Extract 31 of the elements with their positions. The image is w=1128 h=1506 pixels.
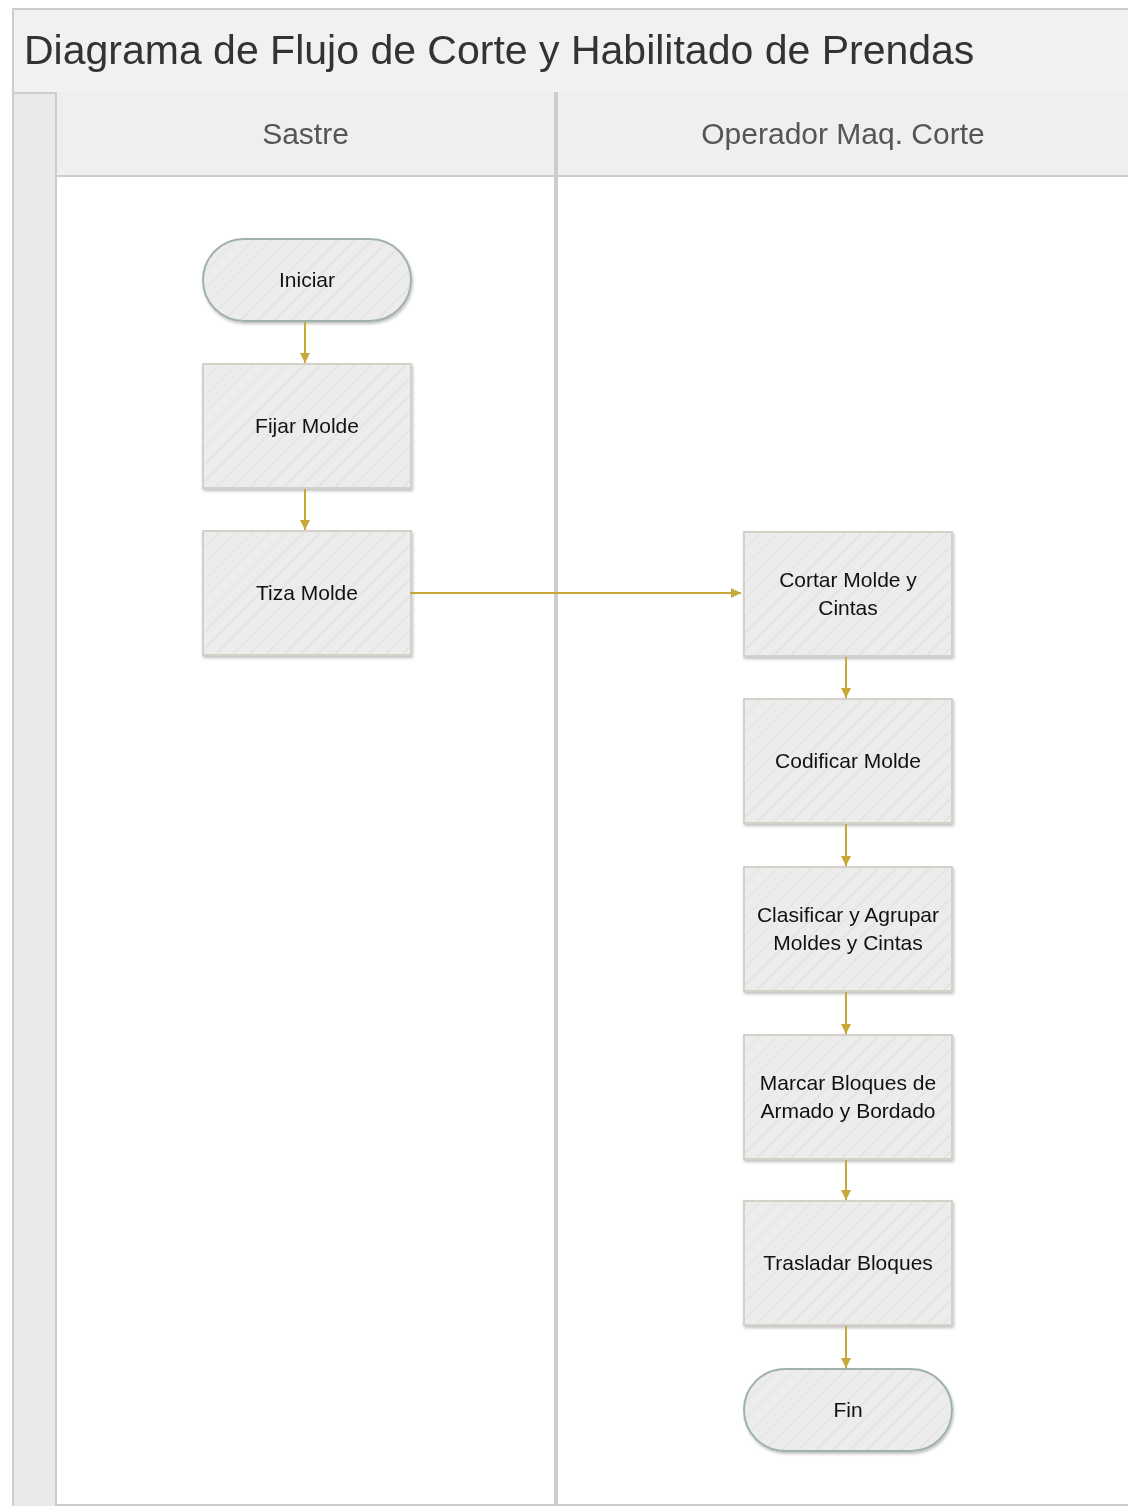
node-label: Clasificar y Agrupar Moldes y Cintas [755, 902, 941, 956]
arrow [300, 488, 310, 531]
process-box [743, 1034, 953, 1160]
arrow [841, 823, 851, 867]
process-box [743, 1200, 953, 1326]
diagram-title: Diagrama de Flujo de Corte y Habilitado de Prendas [24, 26, 975, 74]
arrow [300, 321, 310, 364]
node-label: Codificar Molde [775, 748, 921, 774]
swimlane [556, 92, 1128, 1506]
node-label: Fijar Molde [255, 413, 359, 439]
arrow [409, 588, 742, 598]
node-label: Iniciar [279, 267, 335, 293]
process-box [202, 363, 412, 489]
process-box [202, 530, 412, 656]
node-label: Marcar Bloques de Armado y Bordado [758, 1070, 938, 1124]
arrow [841, 1325, 851, 1369]
node-label: Tiza Molde [256, 580, 358, 606]
node-label: Fin [833, 1397, 863, 1423]
lane-title: Operador Maq. Corte [701, 116, 985, 151]
process-box [743, 698, 953, 824]
swimlane [55, 92, 556, 1506]
process-box [743, 531, 953, 657]
process-box [743, 866, 953, 992]
arrow [841, 991, 851, 1035]
arrow [841, 1159, 851, 1201]
terminal-shape [743, 1368, 953, 1452]
terminal-shape [202, 238, 412, 322]
node-label: Trasladar Bloques [763, 1250, 933, 1276]
node-label: Cortar Molde y Cintas [778, 567, 918, 621]
arrow [841, 656, 851, 699]
lane-title: Sastre [262, 116, 349, 151]
